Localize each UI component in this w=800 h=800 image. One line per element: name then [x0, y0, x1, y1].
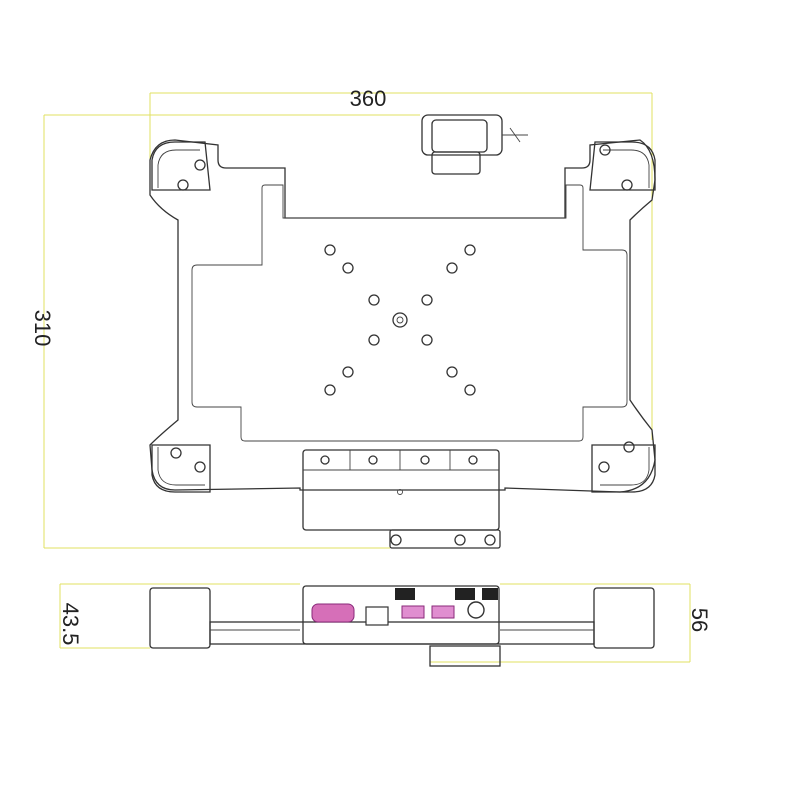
clip-left	[395, 588, 415, 600]
foot-top-left	[151, 141, 211, 191]
side-plate	[209, 621, 595, 645]
side-foot-left	[149, 587, 211, 649]
clip-right	[482, 588, 498, 600]
dimension-lines	[43, 92, 691, 663]
mount-holes	[324, 244, 476, 396]
side-bracket	[429, 645, 501, 667]
foot-bottom-right	[591, 441, 656, 493]
height-dimension-label: 310	[30, 310, 55, 347]
foot-top-right	[589, 141, 656, 191]
foot-bottom-left	[151, 444, 211, 493]
plate-outline	[149, 139, 656, 493]
serial-port	[311, 603, 355, 623]
side-height-dimension-label: 43.5	[58, 603, 83, 646]
usb-port-2	[431, 605, 455, 619]
clip-mid	[455, 588, 475, 600]
side-foot-right	[593, 587, 655, 649]
cable-gland	[421, 114, 528, 175]
width-dimension-label: 360	[350, 86, 387, 111]
side-view	[149, 585, 655, 667]
side-module	[302, 585, 500, 645]
overall-height-dimension-label: 56	[687, 608, 712, 632]
power-jack	[467, 601, 485, 619]
top-view	[149, 114, 656, 549]
ethernet-port	[365, 606, 389, 626]
plate-recess	[191, 184, 628, 442]
usb-port-1	[401, 605, 425, 619]
bottom-module	[302, 449, 501, 549]
